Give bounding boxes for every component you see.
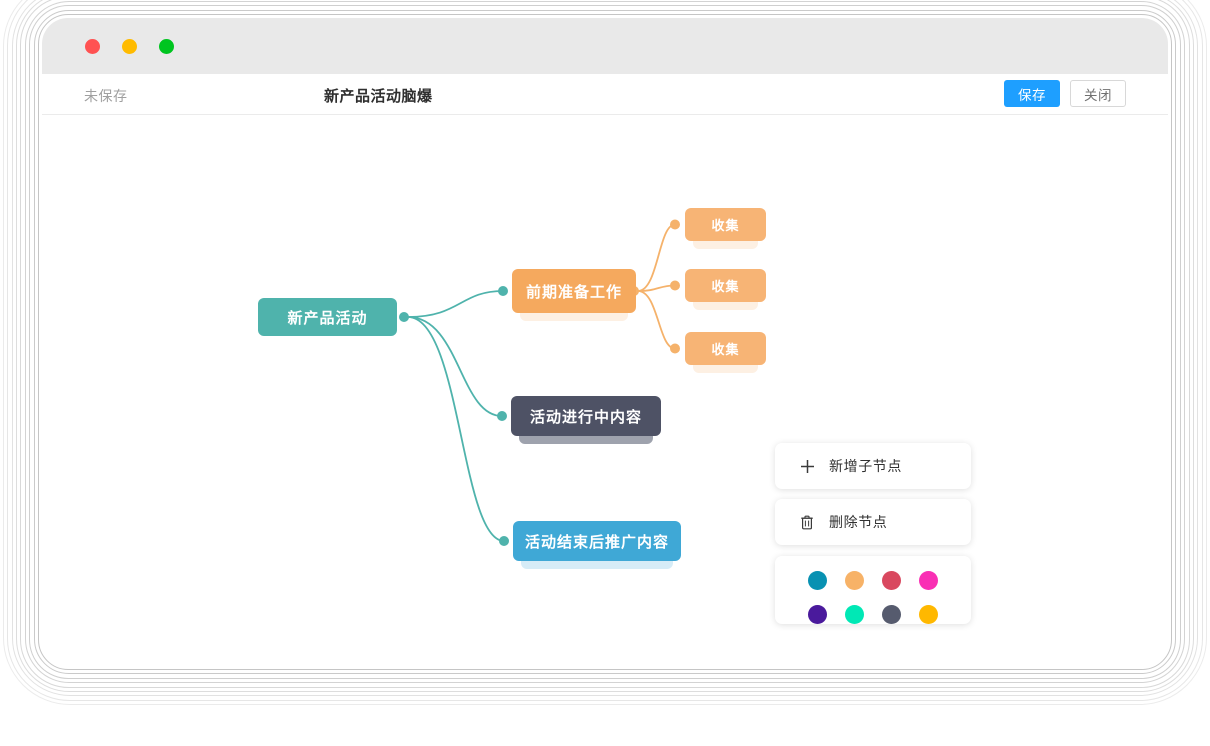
color-swatch-0-3[interactable] (919, 571, 938, 590)
color-swatch-0-1[interactable] (845, 571, 864, 590)
branch-in-dot-0 (498, 286, 508, 296)
edge-branch-0-child-2 (637, 290, 676, 350)
mindmap-canvas[interactable]: 新产品活动前期准备工作收集收集收集活动进行中内容活动结束后推广内容 新增子节点 (42, 115, 1168, 666)
mindmap-node-root-label: 新产品活动 (287, 309, 368, 327)
window-close-button[interactable] (85, 39, 100, 54)
unsaved-status-label: 未保存 (84, 88, 128, 104)
mindmap-node-child-0-2[interactable]: 收集 (685, 332, 766, 365)
mindmap-node-child-0-1[interactable]: 收集 (685, 269, 766, 302)
menu-row-add-child[interactable]: 新增子节点 (775, 443, 971, 489)
branch-in-dot-1 (497, 411, 507, 421)
ripple-ring (38, 14, 1172, 670)
context-menu-add-child[interactable]: 新增子节点 (775, 443, 971, 489)
edge-root-branch-1 (407, 316, 503, 417)
menu-label-delete-node: 删除节点 (829, 514, 888, 530)
root-hub-dot (399, 312, 409, 322)
menu-row-delete-node[interactable]: 删除节点 (775, 499, 971, 545)
ripple-ring (20, 0, 1190, 688)
mindmap-node-branch-1-label: 活动进行中内容 (529, 408, 642, 426)
mindmap-node-branch-2[interactable]: 活动结束后推广内容 (513, 521, 681, 561)
mindmap-node-child-0-0-label: 收集 (711, 218, 740, 233)
ripple-ring (33, 9, 1177, 675)
plus-icon (797, 456, 817, 476)
child-in-dot-0-2 (670, 343, 680, 354)
color-swatch-row (775, 605, 971, 624)
mindmap-node-branch-1[interactable]: 活动进行中内容 (511, 396, 661, 436)
color-swatch-1-1[interactable] (845, 605, 864, 624)
mindmap-node-branch-0[interactable]: 前期准备工作 (512, 269, 636, 313)
color-swatch-row (775, 571, 971, 590)
window-minimize-button[interactable] (122, 39, 137, 54)
mindmap-connectors (399, 219, 680, 546)
menu-label-add-child: 新增子节点 (829, 458, 902, 474)
child-in-dot-0-0 (670, 219, 680, 230)
ripple-ring (11, 0, 1199, 697)
ripple-ring (16, 0, 1194, 692)
mindmap-node-root[interactable]: 新产品活动 (258, 298, 397, 336)
child-in-dot-0-1 (670, 280, 680, 291)
ripple-ring (29, 5, 1181, 679)
color-swatch-1-2[interactable] (882, 605, 901, 624)
color-swatch-0-2[interactable] (882, 571, 901, 590)
trash-icon (797, 512, 817, 532)
window-titlebar (42, 18, 1168, 74)
window-maximize-button[interactable] (159, 39, 174, 54)
branch-in-dot-2 (499, 536, 509, 546)
context-menu-color-palette[interactable] (775, 556, 971, 624)
edge-root-branch-0 (407, 290, 504, 318)
save-button[interactable]: 保存 (1004, 80, 1060, 107)
page-title: 新产品活动脑爆 (324, 88, 433, 105)
mindmap-node-child-0-0[interactable]: 收集 (685, 208, 766, 241)
color-swatch-0-0[interactable] (808, 571, 827, 590)
color-swatch-1-0[interactable] (808, 605, 827, 624)
mindmap-node-branch-2-label: 活动结束后推广内容 (524, 533, 669, 551)
color-swatch-1-3[interactable] (919, 605, 938, 624)
app-window: 未保存 新产品活动脑爆 保存 关闭 新产品活动前期准备工作收集收集收集活动进行中… (42, 18, 1168, 666)
mindmap-node-branch-0-label: 前期准备工作 (525, 283, 622, 301)
ripple-ring (24, 0, 1186, 684)
mindmap-node-child-0-2-label: 收集 (711, 342, 740, 357)
ripple-ring (7, 0, 1203, 701)
close-button[interactable]: 关闭 (1070, 80, 1126, 107)
edge-branch-0-child-0 (637, 223, 676, 292)
mindmap-node-child-0-1-label: 收集 (711, 279, 740, 294)
context-menu-delete-node[interactable]: 删除节点 (775, 499, 971, 545)
edge-root-branch-2 (407, 316, 505, 542)
ripple-ring (2, 0, 1208, 706)
app-toolbar: 未保存 新产品活动脑爆 保存 关闭 (42, 74, 1168, 115)
